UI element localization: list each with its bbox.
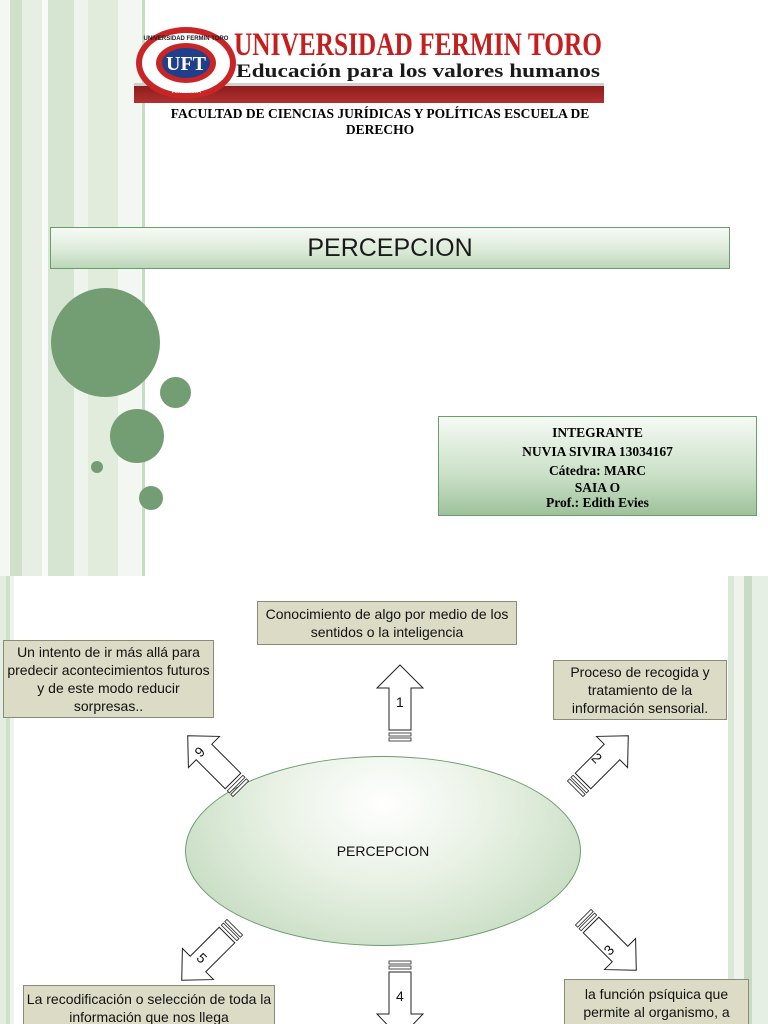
arrow-1-label: 1	[396, 694, 404, 710]
decorative-stripes-left	[0, 576, 14, 1024]
info-heading: INTEGRANTE	[552, 425, 643, 440]
logo-name: UNIVERSIDAD FERMIN TORO	[234, 27, 602, 63]
logo-tagline: Educación para los valores humanos	[236, 61, 600, 82]
title-slide: UFT UNIVERSIDAD FERMIN TORO VENEZUELA UN…	[0, 0, 757, 576]
arrow-2: 2	[560, 724, 640, 804]
faculty-heading: FACULTAD DE CIENCIAS JURÍDICAS Y POLÍTIC…	[150, 106, 610, 138]
info-professor: Prof.: Edith Evies	[546, 495, 649, 510]
arrow-6: 6	[176, 724, 256, 804]
arrow-5: 5	[170, 912, 250, 992]
svg-text:UFT: UFT	[166, 53, 207, 75]
faculty-line-2: DERECHO	[345, 122, 415, 137]
decorative-circle-medium	[110, 409, 164, 463]
slide-title-text: PERCEPCION	[307, 233, 473, 262]
svg-text:UNIVERSIDAD FERMIN TORO: UNIVERSIDAD FERMIN TORO	[144, 36, 229, 42]
arrow-4-label: 4	[396, 988, 404, 1004]
student-info-box: INTEGRANTE NUVIA SIVIRA 13034167 Cátedra…	[438, 416, 757, 516]
decorative-circle-large	[51, 288, 160, 397]
decorative-stripes-left	[0, 0, 150, 576]
arrow-1: 1	[375, 664, 425, 744]
definition-box-top: Conocimiento de algo por medio de los se…	[257, 601, 517, 645]
decorative-circle-small-2	[139, 486, 163, 510]
decorative-stripes-right	[728, 576, 768, 1024]
central-concept-label: PERCEPCION	[336, 843, 430, 859]
concept-map-slide: Conocimiento de algo por medio de los se…	[0, 576, 768, 1024]
decorative-circle-tiny	[91, 461, 103, 473]
svg-text:VENEZUELA: VENEZUELA	[171, 89, 201, 95]
decorative-circle-small	[160, 377, 191, 408]
info-student: NUVIA SIVIRA 13034167	[522, 444, 673, 459]
info-course: Cátedra: MARC	[548, 463, 647, 478]
slide-title: PERCEPCION	[50, 227, 730, 269]
info-section: SAIA O	[574, 480, 621, 495]
arrow-3: 3	[568, 902, 648, 982]
arrow-4: 4	[375, 960, 425, 1024]
definition-box-top-right: Proceso de recogida y tratamiento de la …	[553, 660, 727, 720]
definition-box-bottom-right: la función psíquica que permite al organ…	[564, 979, 749, 1024]
faculty-line-1: FACULTAD DE CIENCIAS JURÍDICAS Y POLÍTIC…	[170, 106, 590, 121]
definition-box-top-left: Un intento de ir más allá para predecir …	[3, 640, 214, 718]
central-concept: PERCEPCION	[185, 756, 581, 946]
definition-box-bottom-left: La recodificación o selección de toda la…	[23, 985, 275, 1024]
university-logo: UFT UNIVERSIDAD FERMIN TORO VENEZUELA UN…	[134, 27, 604, 103]
